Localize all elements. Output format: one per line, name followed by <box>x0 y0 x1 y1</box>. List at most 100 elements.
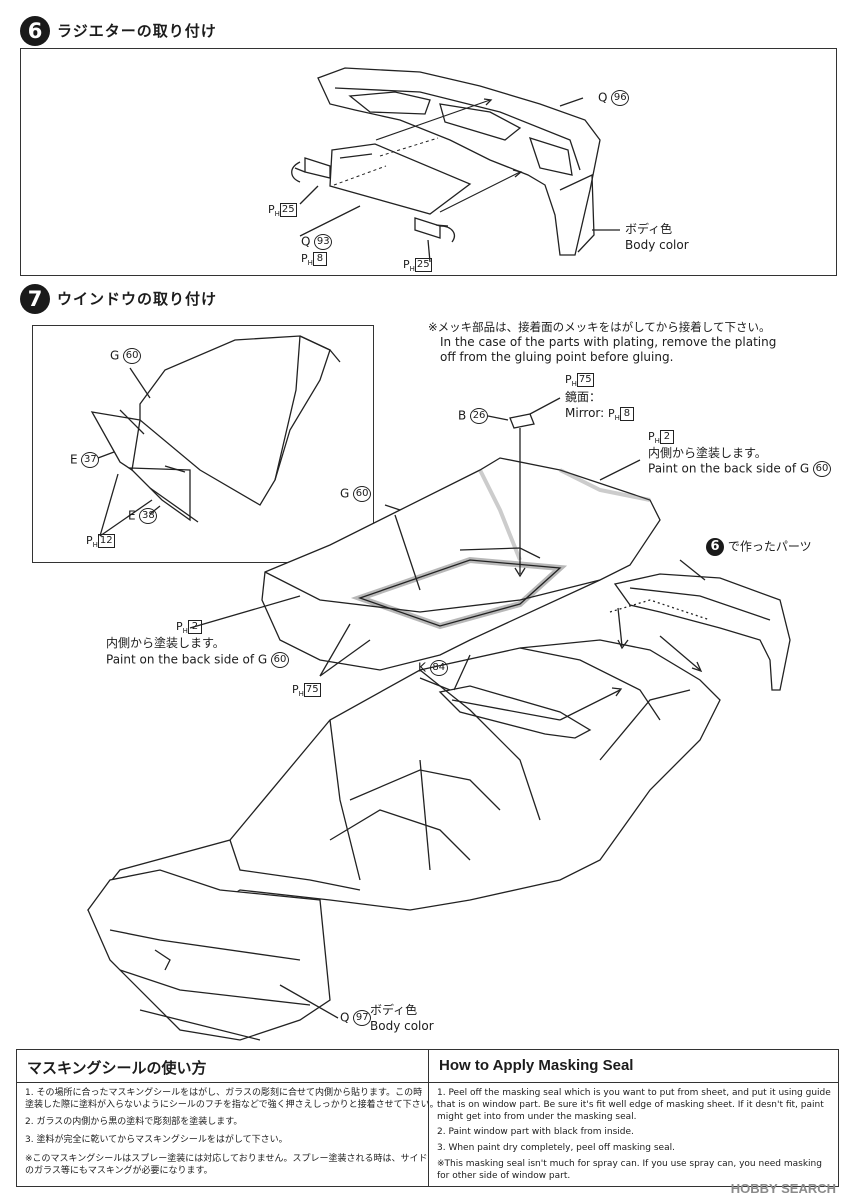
b26-label: B 26 <box>458 408 489 424</box>
e37-letter: E <box>70 452 78 467</box>
paint-back-en-left: Paint on the back side of G 60 <box>106 652 290 668</box>
masking-jp-line-3: 2. ガラスの内側から黒の塗料で彫刻部を塗装します。 <box>25 1117 243 1127</box>
ph25-right-number: 25 <box>414 258 432 272</box>
e37-number: 37 <box>81 452 100 468</box>
paint-inside-jp-top: 内側から塗装します。 <box>648 446 767 460</box>
step6-ref-text: で作ったパーツ <box>727 539 812 554</box>
paint-inside-jp-left: 内側から塗装します。 <box>106 636 225 650</box>
ph2-left-number: 2 <box>187 620 202 634</box>
ph25-left-sub: H <box>274 210 280 219</box>
masking-jp-line-5: ※このマスキングシールはスプレー塗装には対応しておりません。スプレー塗装される時… <box>25 1154 428 1164</box>
ph75-bottom-sub: H <box>298 690 304 699</box>
q93-label: Q 93 <box>301 234 333 250</box>
q97-number: 97 <box>353 1010 372 1026</box>
step7-number-badge: 7 <box>20 284 50 314</box>
ph2-left-p: P <box>176 620 183 633</box>
ph75-top-p: P <box>565 373 572 386</box>
step6-panel <box>20 48 837 276</box>
masking-en-line-3: might get into from under the masking se… <box>437 1112 637 1122</box>
masking-en-line-4: 2. Paint window part with black from ins… <box>437 1127 634 1137</box>
ph8-number: 8 <box>312 252 327 266</box>
ph2-top-number: 2 <box>659 430 674 444</box>
ph75-bottom-p: P <box>292 683 299 696</box>
mirror-ph8-p: P <box>608 407 615 420</box>
masking-en-line-6: ※This masking seal isn't much for spray … <box>437 1159 822 1169</box>
masking-divider <box>428 1050 429 1186</box>
masking-header-rule-en <box>428 1082 838 1083</box>
masking-seal-box: マスキングシールの使い方 How to Apply Masking Seal 1… <box>16 1049 839 1187</box>
paint-back-en-top-text: Paint on the back side of G <box>648 461 810 476</box>
q96-letter: Q <box>598 90 608 105</box>
ph25-left-p: P <box>268 203 275 216</box>
step7-title: ウインドウの取り付け <box>57 290 218 308</box>
window-inset-panel <box>32 325 374 563</box>
ph25-right-sub: H <box>409 265 415 274</box>
step7-body-color-jp: ボディ色 <box>370 1003 418 1017</box>
step6-body-color-en: Body color <box>625 238 689 252</box>
e38-letter: E <box>128 508 136 523</box>
plating-note-en-2: off from the gluing point before gluing. <box>440 350 674 364</box>
ph75-bottom-number: 75 <box>303 683 321 697</box>
masking-en-line-7: for other side of window part. <box>437 1171 571 1181</box>
ph2-top-p: P <box>648 430 655 443</box>
masking-en-line-1: 1. Peel off the masking seal which is yo… <box>437 1088 831 1098</box>
ph75-top-number: 75 <box>576 373 594 387</box>
ph2-top-sub: H <box>654 437 660 446</box>
q96-label: Q 96 <box>598 90 630 106</box>
masking-en-line-2: that is on window part. Be sure it's fit… <box>437 1100 824 1110</box>
b26-number: 26 <box>470 408 489 424</box>
step6-body-color-jp: ボディ色 <box>625 222 673 236</box>
masking-jp-line-6: のガラス等にもマスキングが必要になります。 <box>25 1166 213 1176</box>
q96-number: 96 <box>611 90 630 106</box>
masking-jp-line-2: 塗装した際に塗料が入らないようにシールのフチを指などで強く押さえしっかりと接着さ… <box>25 1100 439 1110</box>
b26-letter: B <box>458 408 467 423</box>
ph12-sub: H <box>92 541 98 550</box>
ph25-right-p: P <box>403 258 410 271</box>
g60-mid-letter: G <box>340 486 350 501</box>
k84-label: K 84 <box>418 660 448 676</box>
ph8-sub: H <box>307 259 313 268</box>
mirror-jp-label: 鏡面： <box>565 390 602 404</box>
masking-header-rule-jp <box>17 1082 428 1083</box>
step6-parts-ref: 6 で作ったパーツ <box>706 538 812 556</box>
ph8-p: P <box>301 252 308 265</box>
e37-label: E 37 <box>70 452 100 468</box>
k84-letter: K <box>418 660 426 675</box>
g60-mid-label: G 60 <box>340 486 372 502</box>
ph75-top-sub: H <box>571 380 577 389</box>
ph2-left-sub: H <box>182 627 188 636</box>
masking-jp-line-4: 3. 塗料が完全に乾いてからマスキングシールをはがして下さい。 <box>25 1135 288 1145</box>
e38-label: E 38 <box>128 508 158 524</box>
paint-back-top-g60: 60 <box>813 461 832 477</box>
k84-number: 84 <box>429 660 448 676</box>
ph25-left-number: 25 <box>279 203 297 217</box>
q97-letter: Q <box>340 1010 350 1025</box>
masking-title-jp: マスキングシールの使い方 <box>27 1059 207 1077</box>
paint-back-en-left-text: Paint on the back side of G <box>106 652 268 667</box>
step6-ref-badge: 6 <box>706 538 724 556</box>
step6-number-badge: 6 <box>20 16 50 46</box>
watermark: HOBBY SEARCH <box>730 1181 836 1196</box>
step7-body-color-en: Body color <box>370 1019 434 1033</box>
paint-back-left-g60: 60 <box>271 652 290 668</box>
plating-note-en-1: In the case of the parts with plating, r… <box>440 335 777 349</box>
plating-note-jp: ※メッキ部品は、接着面のメッキをはがしてから接着して下さい。 <box>428 320 771 334</box>
step6-title: ラジエターの取り付け <box>57 22 217 40</box>
g60-inset-letter: G <box>110 348 120 363</box>
q93-number: 93 <box>314 234 333 250</box>
ph12-number: 12 <box>97 534 115 548</box>
g60-inset-label: G 60 <box>110 348 142 364</box>
mirror-ph8-sub: H <box>614 414 620 423</box>
mirror-ph8-number: 8 <box>619 407 634 421</box>
g60-mid-number: 60 <box>353 486 372 502</box>
